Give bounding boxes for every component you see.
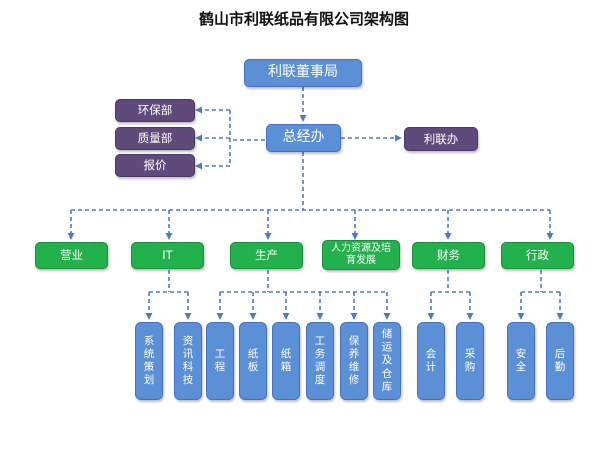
node-label: 工程 bbox=[214, 347, 226, 373]
node-label: 会计 bbox=[425, 347, 437, 373]
node-finance: 财务 bbox=[412, 242, 485, 269]
node-hr-label: 人力资源及培育发展 bbox=[331, 242, 391, 267]
node-label: 采购 bbox=[464, 347, 476, 373]
node-logistics-support: 后勤 bbox=[546, 322, 574, 400]
node-label: 后勤 bbox=[554, 347, 566, 373]
node-general-office: 总经办 bbox=[266, 124, 341, 152]
node-environment-dept: 环保部 bbox=[115, 99, 195, 122]
node-label: 工务调度 bbox=[314, 334, 326, 387]
node-purchasing: 采购 bbox=[456, 322, 484, 400]
node-quality-dept: 质量部 bbox=[115, 127, 195, 150]
node-safety: 安全 bbox=[507, 322, 535, 400]
node-accounting: 会计 bbox=[417, 322, 445, 400]
node-label: 纸板 bbox=[247, 347, 259, 373]
node-quotation: 报价 bbox=[115, 154, 195, 177]
node-label: 系统策划 bbox=[143, 334, 155, 387]
node-board: 利联董事局 bbox=[244, 59, 362, 87]
node-label: 保养维修 bbox=[348, 334, 360, 387]
node-engineering: 工程 bbox=[206, 322, 234, 400]
page-title: 鹤山市利联纸品有限公司架构图 bbox=[198, 10, 409, 28]
node-system-planning: 系统策划 bbox=[135, 322, 163, 400]
node-label: 资讯科技 bbox=[182, 334, 194, 387]
node-lilian-office: 利联办 bbox=[404, 127, 478, 151]
node-it: IT bbox=[131, 242, 204, 269]
node-label: 纸箱 bbox=[280, 347, 292, 373]
node-production: 生产 bbox=[230, 242, 303, 269]
node-logistics-warehouse: 储运及仓库 bbox=[373, 322, 401, 400]
node-info-tech: 资讯科技 bbox=[174, 322, 202, 400]
node-hr: 人力资源及培育发展 bbox=[322, 240, 400, 270]
node-admin: 行政 bbox=[501, 242, 574, 269]
node-paperboard: 纸板 bbox=[239, 322, 267, 400]
node-scheduling: 工务调度 bbox=[306, 322, 334, 400]
node-carton: 纸箱 bbox=[272, 322, 300, 400]
node-label: 安全 bbox=[515, 347, 527, 373]
node-label: 储运及仓库 bbox=[381, 328, 393, 393]
node-sales: 营业 bbox=[35, 242, 108, 269]
node-maintenance: 保养维修 bbox=[340, 322, 368, 400]
